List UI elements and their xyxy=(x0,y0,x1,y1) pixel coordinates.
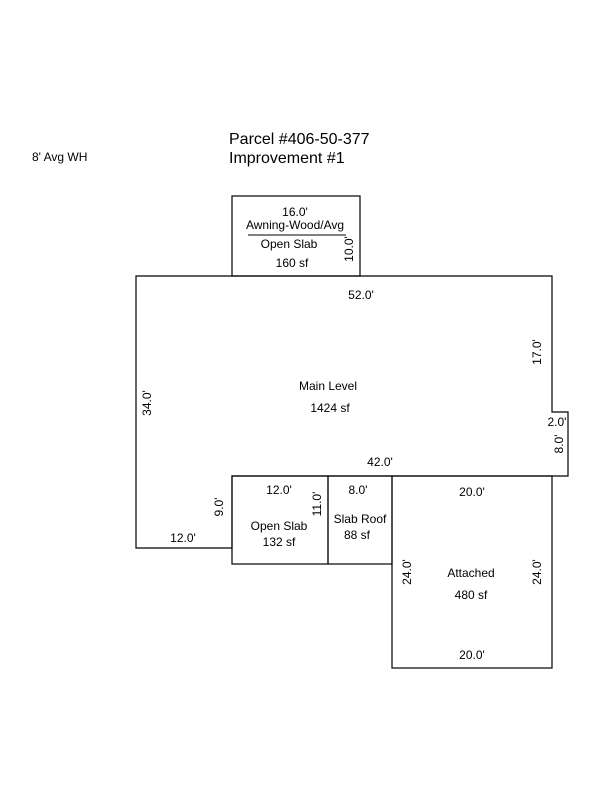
parcel-number: Parcel #406-50-377 xyxy=(229,131,370,148)
wall-height-note: 8' Avg WH xyxy=(32,150,87,164)
attached-area-size: 480 sf xyxy=(455,588,488,602)
attached-bottom-dimension: 20.0' xyxy=(459,648,485,662)
attached-area-name: Attached xyxy=(447,566,494,580)
awning-width-dimension: 16.0' xyxy=(282,205,308,219)
main-step-dimension: 2.0' xyxy=(548,415,567,429)
open-slab-depth-dimension: 9.0' xyxy=(212,498,226,517)
attached-right-dimension: 24.0' xyxy=(530,559,544,585)
open-slab-area-name: Open Slab xyxy=(251,519,308,533)
attached-top-dimension: 20.0' xyxy=(459,485,485,499)
main-bottom-inner-dimension: 42.0' xyxy=(367,455,393,469)
slab-roof-area-name: Slab Roof xyxy=(334,512,387,526)
open-slab-width-dimension: 12.0' xyxy=(266,483,292,497)
open-slab-area-size: 132 sf xyxy=(263,535,296,549)
improvement-number: Improvement #1 xyxy=(229,150,345,167)
awning-area-subname: Open Slab xyxy=(261,237,318,251)
main-bottom-left-dimension: 12.0' xyxy=(170,531,196,545)
slab-roof-area-size: 88 sf xyxy=(344,528,371,542)
awning-area-name: Awning-Wood/Avg xyxy=(246,218,344,232)
main-level-size: 1424 sf xyxy=(310,401,350,415)
main-level-name: Main Level xyxy=(299,379,357,393)
main-left-dimension: 34.0' xyxy=(140,390,154,416)
main-right-upper-dimension: 17.0' xyxy=(530,339,544,365)
attached-left-dimension: 24.0' xyxy=(400,559,414,585)
main-top-dimension: 52.0' xyxy=(348,288,374,302)
awning-area-size: 160 sf xyxy=(276,256,309,270)
slab-roof-depth-dimension: 11.0' xyxy=(310,492,324,517)
awning-height-dimension: 10.0' xyxy=(342,236,356,262)
slab-roof-width-dimension: 8.0' xyxy=(349,483,368,497)
main-level-outline xyxy=(135,275,569,549)
main-right-lower-dimension: 8.0' xyxy=(552,435,566,454)
attached-area-outline xyxy=(391,475,553,669)
